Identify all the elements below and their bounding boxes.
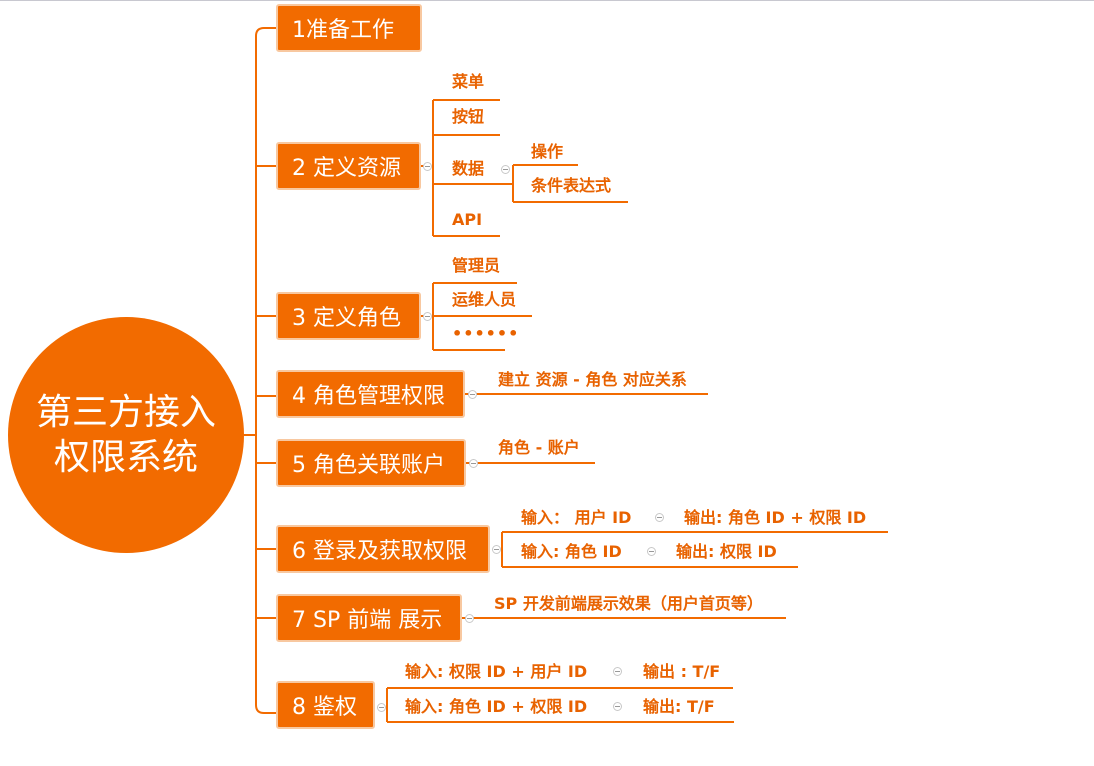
role-account-link[interactable]: 角色 - 账户 bbox=[498, 438, 580, 457]
collapse-toggle-icon[interactable] bbox=[377, 703, 386, 712]
role-more[interactable]: •••••• bbox=[452, 324, 520, 343]
root-topic[interactable]: 第三方接入 权限系统 bbox=[8, 317, 244, 553]
login-flow-input-2[interactable]: 输入: 角色 ID bbox=[521, 542, 622, 561]
login-flow-output-2[interactable]: 输出: 权限 ID bbox=[676, 542, 777, 561]
auth-flow-input-2[interactable]: 输入: 角色 ID + 权限 ID bbox=[405, 697, 588, 716]
collapse-toggle-icon[interactable] bbox=[468, 390, 477, 399]
collapse-toggle-icon[interactable] bbox=[423, 162, 432, 171]
collapse-toggle-icon[interactable] bbox=[613, 667, 622, 676]
resource-api[interactable]: API bbox=[452, 210, 483, 229]
auth-flow-output-2[interactable]: 输出: T/F bbox=[643, 697, 715, 716]
step-role-accounts[interactable]: 5 角色关联账户 bbox=[276, 439, 466, 487]
step-sp-frontend[interactable]: 7 SP 前端 展示 bbox=[276, 594, 462, 642]
role-admin[interactable]: 管理员 bbox=[452, 256, 501, 275]
sp-frontend-effect[interactable]: SP 开发前端展示效果（用户首页等） bbox=[494, 594, 763, 613]
collapse-toggle-icon[interactable] bbox=[613, 702, 622, 711]
resource-button[interactable]: 按钮 bbox=[452, 107, 485, 126]
collapse-toggle-icon[interactable] bbox=[501, 165, 510, 174]
data-operation[interactable]: 操作 bbox=[531, 142, 564, 161]
step-define-resources[interactable]: 2 定义资源 bbox=[276, 142, 421, 190]
collapse-toggle-icon[interactable] bbox=[655, 513, 664, 522]
root-title-line1: 第三方接入 bbox=[35, 392, 216, 433]
data-condition-expression[interactable]: 条件表达式 bbox=[531, 176, 612, 195]
auth-flow-output-1[interactable]: 输出 : T/F bbox=[643, 662, 721, 681]
role-resource-mapping[interactable]: 建立 资源 - 角色 对应关系 bbox=[498, 370, 687, 389]
resource-menu[interactable]: 菜单 bbox=[452, 72, 485, 91]
collapse-toggle-icon[interactable] bbox=[492, 545, 501, 554]
step-define-roles[interactable]: 3 定义角色 bbox=[276, 292, 421, 340]
root-title-line2: 权限系统 bbox=[53, 437, 198, 478]
collapse-toggle-icon[interactable] bbox=[423, 312, 432, 321]
login-flow-output-1[interactable]: 输出: 角色 ID + 权限 ID bbox=[684, 508, 867, 527]
role-ops[interactable]: 运维人员 bbox=[452, 290, 517, 309]
login-flow-input-1[interactable]: 输入： 用户 ID bbox=[521, 508, 632, 527]
resource-data[interactable]: 数据 bbox=[452, 159, 485, 178]
auth-flow-input-1[interactable]: 输入: 权限 ID + 用户 ID bbox=[405, 662, 588, 681]
collapse-toggle-icon[interactable] bbox=[465, 614, 474, 623]
step-authorization[interactable]: 8 鉴权 bbox=[276, 681, 375, 729]
step-login-permissions[interactable]: 6 登录及获取权限 bbox=[276, 525, 490, 573]
collapse-toggle-icon[interactable] bbox=[647, 547, 656, 556]
window-top-border bbox=[0, 0, 1094, 1]
step-prepare[interactable]: 1准备工作 bbox=[276, 4, 422, 52]
collapse-toggle-icon[interactable] bbox=[469, 459, 478, 468]
step-role-permissions[interactable]: 4 角色管理权限 bbox=[276, 370, 465, 418]
